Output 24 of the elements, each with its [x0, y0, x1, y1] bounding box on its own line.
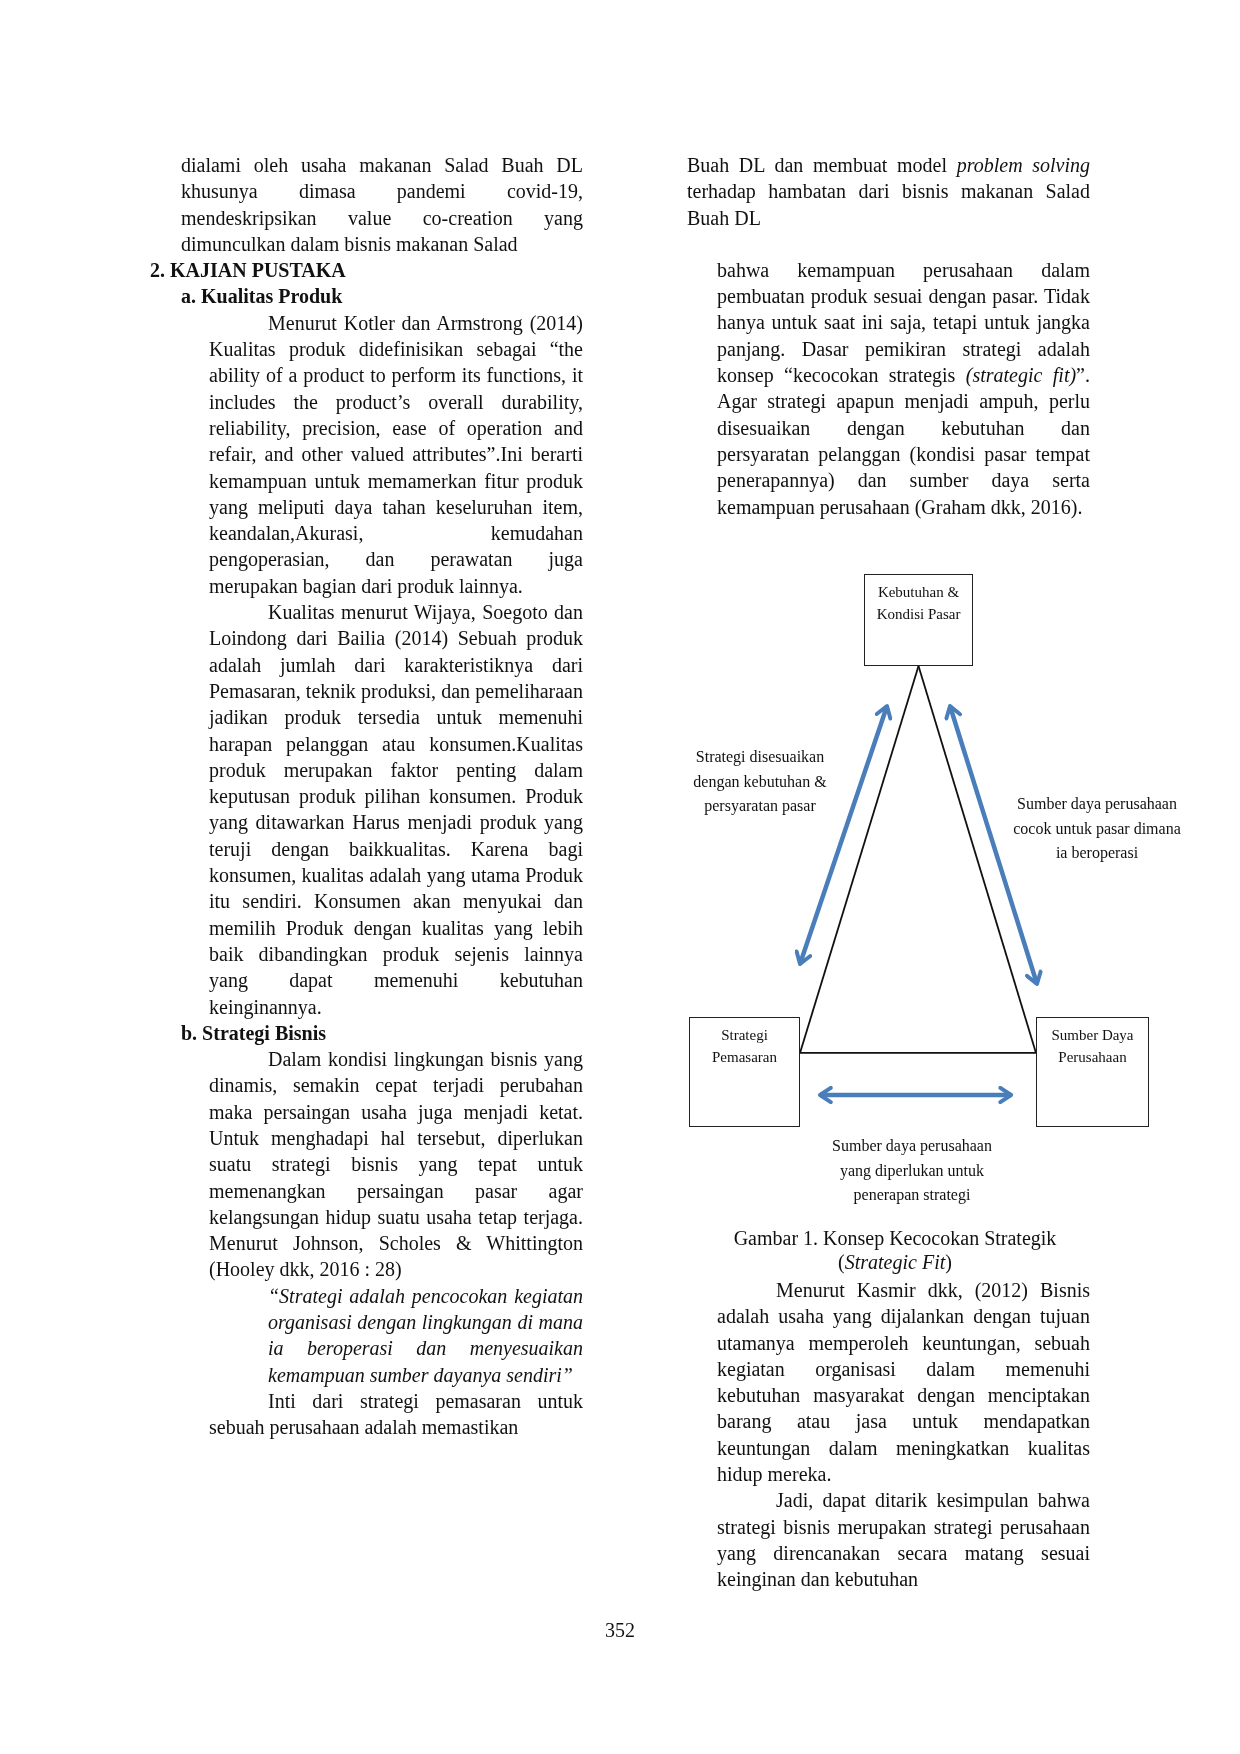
figure-caption: Gambar 1. Konsep Kecocokan Strategik (Strategic Fit) [732, 1226, 1058, 1274]
body-paragraph: Kualitas menurut Wijaya, Soegoto dan Loindong dari Bailia (2014) Sebuah produk adalah jumlah dari karakteristiknya dari Pemasaran, teknik produksi, dan pemeliharaan jadikan produk tersedia untuk memenuhi harapan pelanggan atau konsumen.Kualitas produk merupakan faktor penting dalam keputusan produk pilihan konsumen. Produk yang ditawarkan Harus menjadi produk yang teruji dengan baikkualitas. Karena bagi konsumen, kualitas adalah yang utama Produk itu sendiri. Konsumen akan menyukai dan memilih Produk dengan kualitas yang lebih baik dibandingkan produk sejenis lainnya yang dapat memenuhi kebutuhan keinginannya. [209, 600, 583, 1020]
body-paragraph: Jadi, dapat ditarik kesimpulan bahwa strategi bisnis merupakan strategi perusahaan yang direncanakan secara matang sesuai keinginan dan kebutuhan [717, 1488, 1090, 1593]
connector-line [917, 665, 1037, 1054]
block-quote: “Strategi adalah pencocokan kegiatan organisasi dengan lingkungan di mana ia beroperasi dan menyesuaikan kemampuan sumber dayanya sendiri” [268, 1283, 583, 1388]
concept-box: Kebutuhan & Kondisi Pasar [864, 574, 973, 666]
body-paragraph: Dalam kondisi lingkungan bisnis yang dinamis, semakin cepat terjadi perubahan maka persaingan usaha juga menjadi ketat. Untuk menghadapi hal tersebut, diperlukan suatu strategi bisnis yang tepat untuk memenangkan persaingan pasar agar kelangsungan hidup suatu usaha tetap terjaga. Menurut Johnson, Scholes & Whittington (Hooley dkk, 2016 : 28) [209, 1047, 583, 1283]
section-heading: 2. KAJIAN PUSTAKA [150, 258, 347, 284]
page-number: 352 [604, 1618, 636, 1643]
connector-line [799, 1052, 1037, 1054]
body-paragraph: Buah DL dan membuat model problem solving terhadap hambatan dari bisnis makanan Salad Buah DL [687, 153, 1090, 231]
double-arrow [944, 704, 1043, 986]
body-paragraph: Inti dari strategi pemasaran untuk sebuah perusahaan adalah memastikan [209, 1388, 583, 1441]
subsection-heading: a. Kualitas Produk [181, 284, 344, 310]
body-paragraph: Menurut Kasmir dkk, (2012) Bisnis adalah usaha yang dijalankan dengan tujuan utamanya memperoleh keuntungan, sebuah kegiatan organisasi dalam memenuhi kebutuhan masyarakat dengan menciptakan barang atau jasa untuk mendapatkan keuntungan dalam meningkatkan kualitas hidup mereka. [717, 1278, 1090, 1488]
body-paragraph: dialami oleh usaha makanan Salad Buah DL khusunya dimasa pandemi covid-19, mendeskripsikan value co-creation yang dimunculkan dalam bisnis makanan Salad [181, 153, 583, 257]
double-arrow [818, 1085, 1014, 1105]
body-paragraph: bahwa kemampuan perusahaan dalam pembuatan produk sesuai dengan pasar. Tidak hanya untuk saat ini saja, tetapi untuk jangka panjang. Dasar pemikiran strategi adalah konsep “kecocokan strategis (strategic fit)”. Agar strategi apapun menjadi ampuh, perlu disesuaikan dengan kebutuhan dan persyaratan pelanggan (kondisi pasar tempat penerapannya) dan sumber daya serta kemampuan perusahaan (Graham dkk, 2016). [717, 257, 1090, 520]
double-arrow [794, 704, 893, 966]
body-paragraph: Menurut Kotler dan Armstrong (2014) Kualitas produk didefinisikan sebagai “the ability of a product to perform its functions, it includes the product’s overall durability, reliability, precision, ease of operation and refair, and other valued attributes”.Ini berarti kemampuan untuk memamerkan fitur produk yang meliputi daya tahan keseluruhan item, keandalan,Akurasi, kemudahan pengoperasian, dan perawatan juga merupakan bagian dari produk lainnya. [209, 310, 583, 600]
concept-box: Strategi Pemasaran [689, 1017, 800, 1127]
concept-box: Sumber Daya Perusahaan [1036, 1017, 1149, 1127]
subsection-heading: b. Strategi Bisnis [181, 1020, 328, 1047]
connector-line [799, 665, 920, 1054]
